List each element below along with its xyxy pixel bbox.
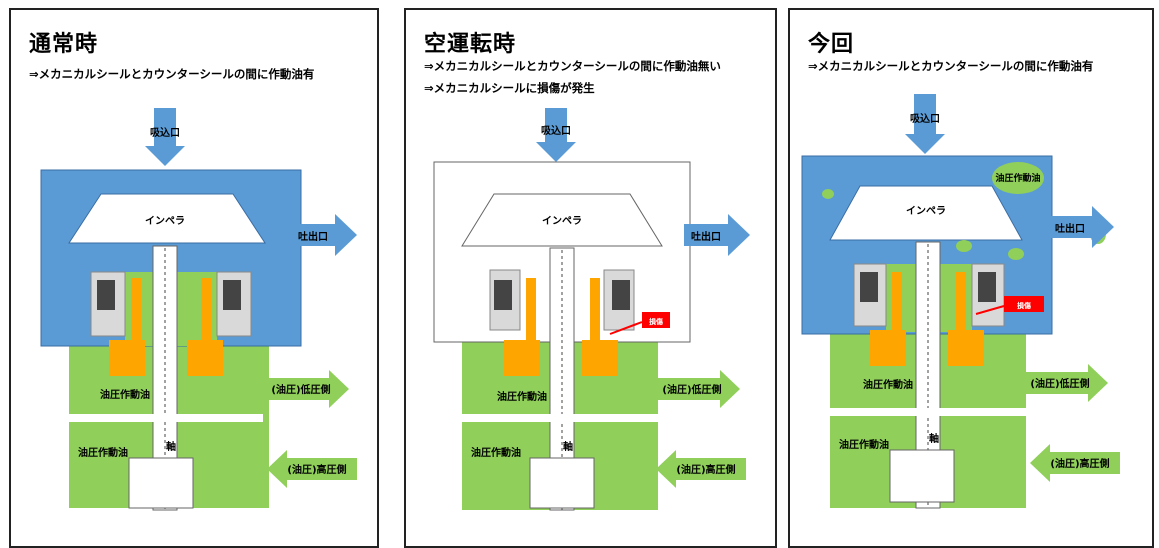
shaft-label: 軸 — [929, 432, 939, 445]
suction-arrow — [545, 108, 567, 144]
discharge-arrow — [291, 224, 335, 246]
panel-description: ⇒メカニカルシールとカウンターシールの間に作動油有 — [29, 67, 315, 81]
leaked-oil-drop — [956, 240, 972, 252]
panel-current: 今回 ⇒メカニカルシールとカウンターシールの間に作動油有 インペラ 油圧作動油 … — [788, 8, 1154, 548]
mech-seal-base-right — [187, 340, 223, 376]
counter-seal-right — [978, 272, 996, 302]
bulkhead — [67, 414, 263, 422]
low-pressure-label: (油圧)低圧側 — [662, 383, 721, 396]
pump-diagram: インペラ 油圧作動油 損傷 吸込口 吐出口 油圧作動油 油圧作動油 軸 (油圧)… — [801, 94, 1120, 509]
panel-normal: 通常時 ⇒メカニカルシールとカウンターシールの間に作動油有 インペラ 吸込口 吐… — [9, 8, 379, 548]
counter-seal-right — [223, 280, 241, 310]
high-pressure-label: (油圧)高圧側 — [287, 463, 346, 476]
mech-seal-left — [892, 272, 902, 334]
shaft-label: 軸 — [166, 440, 176, 453]
mech-seal-base-left — [109, 340, 145, 376]
mech-seal-left — [131, 278, 141, 340]
oil-label-lower: 油圧作動油 — [839, 438, 889, 451]
impeller-label: インペラ — [542, 215, 582, 227]
pump-diagram: インペラ 吸込口 吐出口 油圧作動油 油圧作動油 軸 (油圧)低圧側 (油圧)高… — [40, 108, 357, 511]
impeller-label: インペラ — [906, 205, 946, 217]
leaked-oil-label: 油圧作動油 — [995, 172, 1040, 184]
impeller — [829, 185, 1023, 241]
counter-seal-right — [612, 280, 630, 310]
damage-marker — [642, 312, 670, 328]
panel-dry-running: 空運転時 ⇒メカニカルシールとカウンターシールの間に作動油無い ⇒メカニカルシー… — [404, 8, 777, 548]
panel-description: ⇒メカニカルシールに損傷が発生 — [424, 81, 595, 95]
bottom-block — [889, 449, 955, 503]
high-pressure-arrow — [676, 458, 746, 480]
pump-diagram: インペラ 損傷 吸込口 吐出口 油圧作動油 油圧作動油 軸 (油圧)低圧側 (油… — [433, 108, 750, 511]
low-pressure-label: (油圧)低圧側 — [271, 383, 330, 396]
high-pressure-label: (油圧)高圧側 — [1050, 457, 1109, 470]
high-pressure-label: (油圧)高圧側 — [676, 463, 735, 476]
counter-seal-left — [494, 280, 512, 310]
damage-label: 損傷 — [1017, 301, 1031, 310]
impeller-label: インペラ — [145, 215, 185, 227]
impeller — [461, 193, 663, 247]
discharge-label: 吐出口 — [691, 230, 721, 243]
leaked-oil-drop — [822, 189, 834, 199]
bottom-block — [529, 457, 595, 509]
panel-description: ⇒メカニカルシールとカウンターシールの間に作動油有 — [808, 59, 1094, 73]
damage-marker — [1004, 296, 1044, 312]
mech-seal-right — [201, 278, 211, 340]
low-pressure-arrow — [656, 378, 720, 400]
low-pressure-arrow — [265, 378, 329, 400]
mech-seal-right — [590, 278, 600, 340]
suction-label: 吸込口 — [910, 112, 940, 125]
oil-label-upper: 油圧作動油 — [497, 390, 547, 403]
damage-label: 損傷 — [649, 317, 663, 326]
panel-title: 空運転時 — [424, 32, 517, 57]
bottom-block — [128, 457, 194, 509]
oil-label-upper: 油圧作動油 — [863, 378, 913, 391]
suction-label: 吸込口 — [150, 126, 180, 139]
counter-seal-left — [860, 272, 878, 302]
low-pressure-label: (油圧)低圧側 — [1030, 377, 1089, 390]
bulkhead — [830, 408, 1026, 416]
discharge-label: 吐出口 — [298, 230, 328, 243]
oil-label-lower: 油圧作動油 — [471, 446, 521, 459]
panel-description: ⇒メカニカルシールとカウンターシールの間に作動油無い — [424, 59, 721, 73]
leaked-oil-blob — [992, 162, 1044, 194]
mech-seal-left — [526, 278, 536, 340]
mech-seal-base-right — [948, 330, 984, 366]
oil-label-upper: 油圧作動油 — [100, 388, 150, 401]
discharge-arrow — [1048, 216, 1092, 238]
mech-seal-base-right — [582, 340, 618, 376]
suction-arrow — [914, 94, 936, 136]
mech-seal-right — [956, 272, 966, 334]
leaked-oil-drop — [1008, 248, 1024, 260]
panel-title: 今回 — [808, 32, 855, 57]
discharge-arrow — [684, 224, 728, 246]
impeller — [68, 193, 266, 244]
mech-seal-base-left — [504, 340, 540, 376]
panel-title: 通常時 — [29, 32, 99, 57]
low-pressure-arrow — [1024, 372, 1088, 394]
high-pressure-arrow — [1050, 452, 1120, 474]
discharge-label: 吐出口 — [1055, 222, 1085, 235]
counter-seal-left — [97, 280, 115, 310]
mech-seal-base-left — [870, 330, 906, 366]
suction-label: 吸込口 — [541, 124, 571, 137]
high-pressure-arrow — [287, 458, 357, 480]
suction-arrow — [154, 108, 176, 148]
shaft-label: 軸 — [563, 440, 573, 453]
bulkhead — [462, 414, 658, 422]
oil-label-lower: 油圧作動油 — [78, 446, 128, 459]
